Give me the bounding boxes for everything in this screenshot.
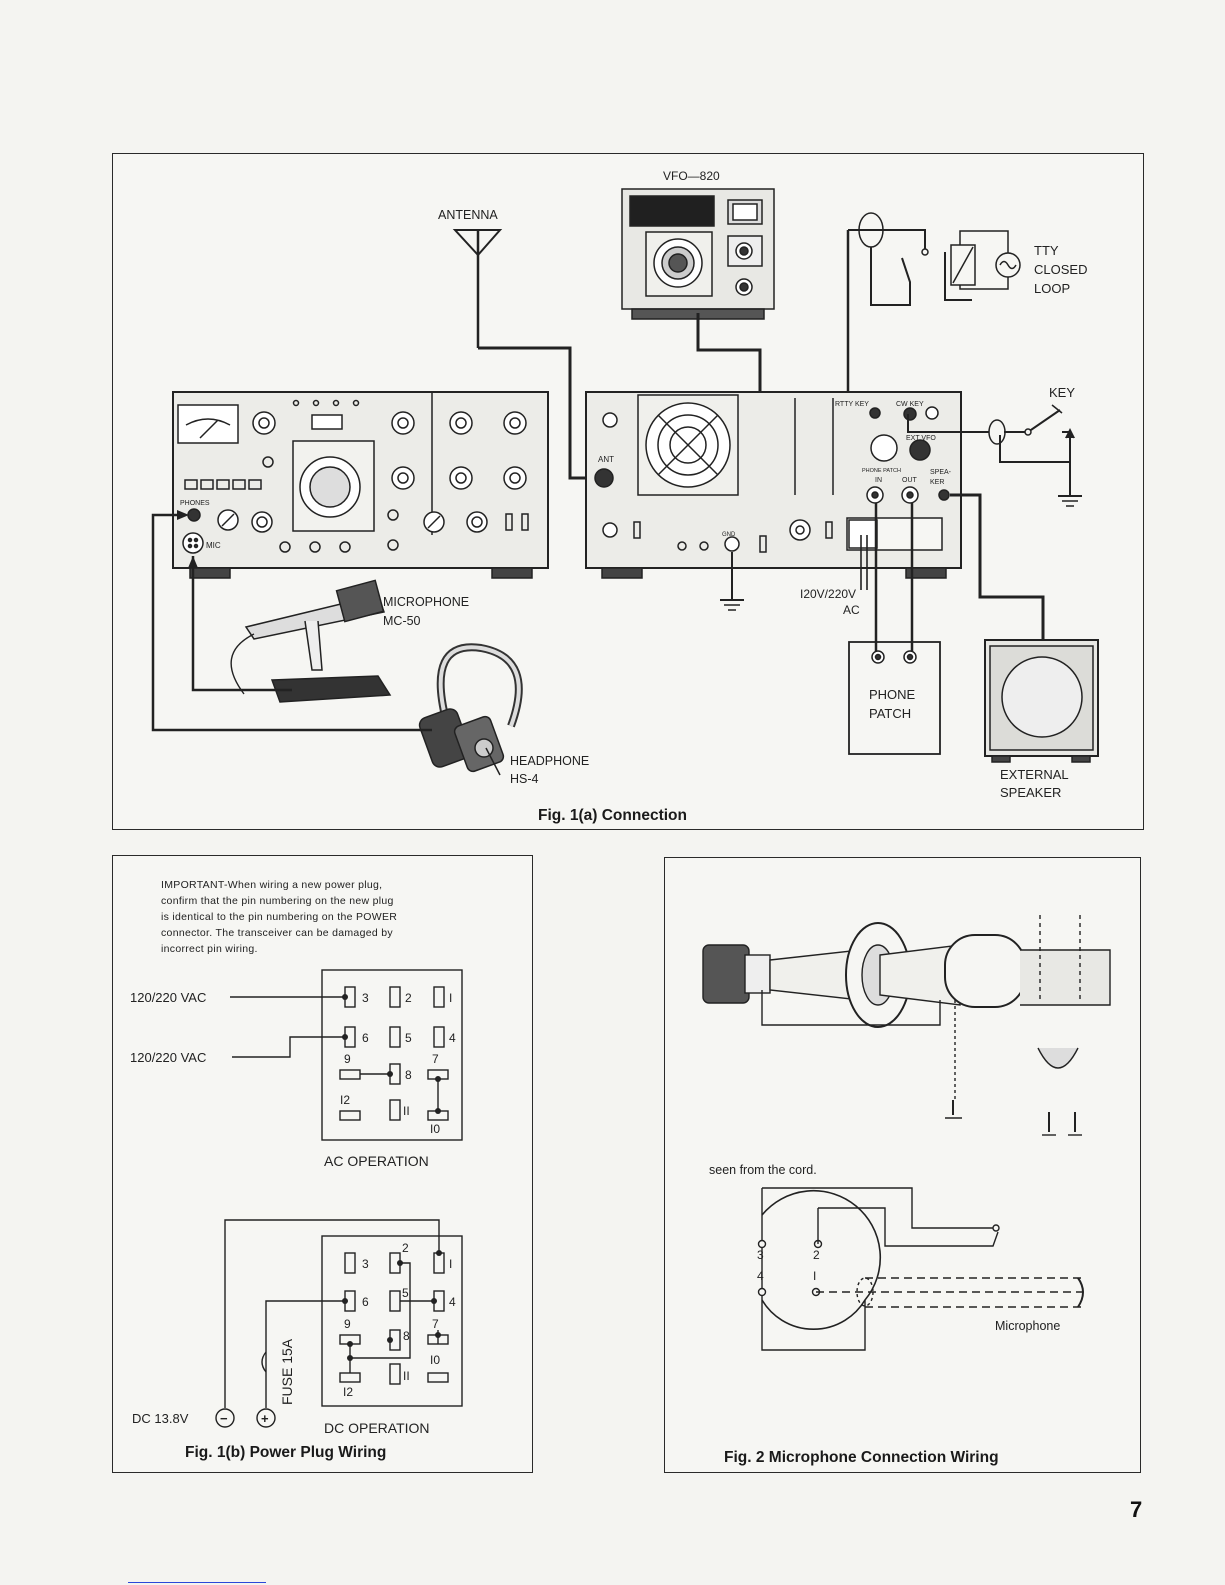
microphone-label-1: MICROPHONE — [383, 595, 469, 609]
ac-pin-11: II — [403, 1104, 410, 1118]
important-line-5: incorrect pin wiring. — [161, 943, 258, 955]
important-line-4: connector. The transceiver can be damage… — [161, 927, 393, 939]
tty-label-2: CLOSED — [1034, 262, 1087, 277]
dc-voltage-label: DC 13.8V — [132, 1411, 189, 1426]
vfo-label: VFO—820 — [663, 169, 720, 183]
minus-terminal-label: − — [220, 1411, 228, 1426]
ac-pin-8: 8 — [405, 1068, 412, 1082]
fig2-pin-4: 4 — [757, 1269, 764, 1283]
fig2-microphone-label: Microphone — [995, 1319, 1060, 1333]
fig1b-panel — [112, 855, 533, 1473]
ac-pin-2: 2 — [405, 991, 412, 1005]
antenna-symbol — [452, 229, 503, 348]
dc-connector — [321, 1235, 463, 1407]
fuse-label: FUSE 15A — [279, 1338, 295, 1405]
key-label: KEY — [1049, 385, 1075, 400]
ant-jack-label: ANT — [598, 455, 614, 464]
external-speaker-label-1: EXTERNAL — [1000, 767, 1069, 782]
ac-pin-10: I0 — [430, 1122, 440, 1136]
seen-from-cord-label: seen from the cord. — [709, 1163, 817, 1177]
vac-label-2: 120/220 VAC — [130, 1050, 206, 1065]
scan-edge-line — [128, 1582, 266, 1583]
dc-pin-8: 8 — [403, 1329, 410, 1343]
gnd-label: GND — [722, 532, 736, 538]
out-jack-label: OUT — [902, 477, 918, 484]
ac-label-1: I20V/220V — [800, 587, 856, 601]
ac-pin-4: 4 — [449, 1031, 456, 1045]
mic-plug-assembly — [702, 915, 1111, 1136]
phone-patch-jack-label: PHONE PATCH — [862, 468, 901, 474]
ac-pin-12: I2 — [340, 1093, 350, 1107]
phone-patch-label-2: PATCH — [869, 706, 911, 721]
dc-pin-7: 7 — [432, 1317, 439, 1331]
headphone-label-2: HS-4 — [510, 772, 539, 786]
tty-label-1: TTY — [1034, 243, 1059, 258]
speaker-jack-label-1: SPEA- — [930, 469, 952, 476]
antenna-label: ANTENNA — [438, 208, 498, 222]
fig2-pin-1: I — [813, 1269, 816, 1283]
important-line-2: confirm that the pin numbering on the ne… — [161, 895, 394, 907]
dc-pin-4: 4 — [449, 1295, 456, 1309]
fig2-pin-2: 2 — [813, 1248, 820, 1262]
fig2-caption: Fig. 2 Microphone Connection Wiring — [724, 1449, 999, 1466]
dc-pin-10: I0 — [430, 1353, 440, 1367]
cw-key-label: CW KEY — [896, 401, 924, 408]
ext-vfo-label: EXT VFO — [906, 435, 936, 442]
external-speaker-unit — [984, 639, 1099, 763]
ac-pin-6: 6 — [362, 1031, 369, 1045]
phone-patch-box — [848, 641, 941, 755]
fig1a-caption: Fig. 1(a) Connection — [538, 807, 687, 824]
dc-pin-3: 3 — [362, 1257, 369, 1271]
important-line-3: is identical to the pin numbering on the… — [161, 911, 398, 923]
microphone-label-2: MC-50 — [383, 614, 421, 628]
important-note: IMPORTANT-When wiring a new power plug, … — [161, 877, 501, 957]
mic-jack-label: MIC — [206, 541, 221, 550]
vfo-820-unit — [621, 188, 775, 320]
dc-operation-label: DC OPERATION — [324, 1420, 430, 1436]
headphone-label-1: HEADPHONE — [510, 754, 589, 768]
dc-terminals — [215, 1408, 276, 1428]
external-speaker-label-2: SPEAKER — [1000, 785, 1061, 800]
ac-operation-label: AC OPERATION — [324, 1153, 429, 1169]
ac-label-2: AC — [843, 603, 860, 617]
vac-label-1: 120/220 VAC — [130, 990, 206, 1005]
ac-pin-9: 9 — [344, 1052, 351, 1066]
dc-pin-5: 5 — [402, 1286, 409, 1300]
dc-pin-2: 2 — [402, 1241, 409, 1255]
dc-pin-12: I2 — [343, 1385, 353, 1399]
tty-label-3: LOOP — [1034, 281, 1070, 296]
phone-patch-label-1: PHONE — [869, 687, 916, 702]
dc-pin-1: I — [449, 1257, 452, 1271]
ac-pin-7: 7 — [432, 1052, 439, 1066]
dc-pin-6: 6 — [362, 1295, 369, 1309]
ac-pin-5: 5 — [405, 1031, 412, 1045]
speaker-jack-label-2: KER — [930, 479, 944, 486]
page-number: 7 — [1130, 1497, 1143, 1522]
microphone-mc50 — [230, 579, 392, 703]
ac-connector — [321, 969, 463, 1141]
important-line-1: IMPORTANT-When wiring a new power plug, — [161, 879, 383, 891]
fig1b-caption: Fig. 1(b) Power Plug Wiring — [185, 1444, 386, 1461]
transceiver-rear — [585, 391, 962, 579]
plus-terminal-label: + — [261, 1411, 269, 1426]
ac-pin-3: 3 — [362, 991, 369, 1005]
phones-jack-label: PHONES — [180, 500, 210, 507]
dc-pin-11: II — [403, 1369, 410, 1383]
in-jack-label: IN — [875, 477, 882, 484]
ac-pin-1: I — [449, 991, 452, 1005]
headphone-hs4 — [418, 643, 523, 776]
fig2-pin-3: 3 — [757, 1248, 764, 1262]
mic-socket-wiring — [757, 1187, 1084, 1351]
rtty-key-label: RTTY KEY — [835, 401, 869, 408]
transceiver-front — [172, 391, 549, 579]
dc-pin-9: 9 — [344, 1317, 351, 1331]
